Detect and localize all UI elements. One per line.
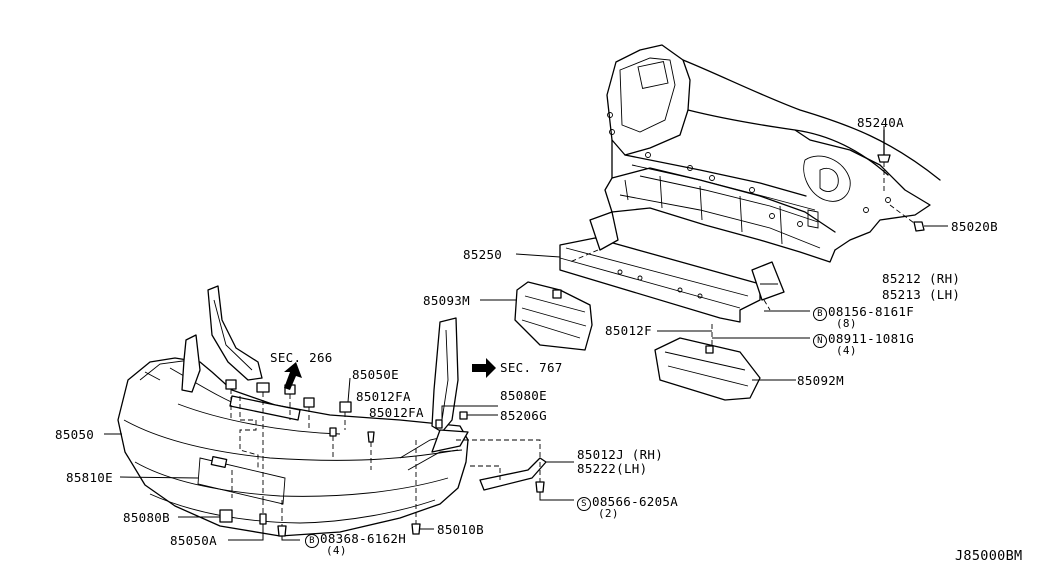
bolt-85240A (877, 129, 891, 192)
side-bracket-right (431, 317, 469, 453)
callout-08566-qty: (2) (598, 507, 619, 520)
sec-arrows (284, 358, 496, 390)
rear-body-panel (604, 44, 941, 263)
absorber-85093M (514, 281, 593, 351)
callout-85012FA-upper: 85012FA (356, 389, 411, 404)
callout-85222: 85222(LH) (577, 461, 648, 476)
side-bracket-left (181, 285, 263, 393)
callout-85206G: 85206G (500, 408, 547, 423)
bolt-marker-b: B (813, 307, 827, 321)
callout-85212: 85212 (RH) (882, 271, 961, 286)
callout-85080B: 85080B (123, 510, 170, 525)
callout-85012J: 85012J (RH) (577, 447, 664, 462)
upper-retainers (225, 379, 352, 500)
leader-lines (104, 126, 948, 541)
clip-85020B (913, 221, 925, 232)
section-ref-767: SEC. 767 (500, 360, 563, 375)
callout-08911-qty: (4) (836, 344, 857, 357)
bumper-reinforcement (559, 211, 785, 323)
absorber-85092M (654, 324, 761, 401)
callout-85240A: 85240A (857, 115, 904, 130)
callout-85050: 85050 (55, 427, 95, 442)
callout-85012F: 85012F (605, 323, 652, 338)
callout-85080E: 85080E (500, 388, 547, 403)
screw-marker-s: S (577, 497, 591, 511)
callout-85250: 85250 (463, 247, 503, 262)
nut-marker-n: N (813, 334, 827, 348)
callout-85050E: 85050E (352, 367, 399, 382)
callout-85810E: 85810E (66, 470, 113, 485)
callout-85093M: 85093M (423, 293, 470, 308)
callout-85092M: 85092M (797, 373, 844, 388)
callout-85020B: 85020B (951, 219, 998, 234)
side-retainer-85012J (456, 439, 547, 493)
bumper-fascia (117, 357, 469, 537)
callout-85012FA-lower: 85012FA (369, 405, 424, 420)
bolt-marker-b-lower: B (305, 534, 319, 548)
callout-85213: 85213 (LH) (882, 287, 961, 302)
section-ref-266: SEC. 266 (270, 350, 333, 365)
callout-85010B: 85010B (437, 522, 484, 537)
callout-08156-qty: (8) (836, 317, 857, 330)
callout-85050A: 85050A (170, 533, 217, 548)
lower-fasteners (219, 427, 421, 537)
diagram-code: J85000BM (955, 548, 1023, 564)
callout-08368-qty: (4) (326, 544, 347, 557)
